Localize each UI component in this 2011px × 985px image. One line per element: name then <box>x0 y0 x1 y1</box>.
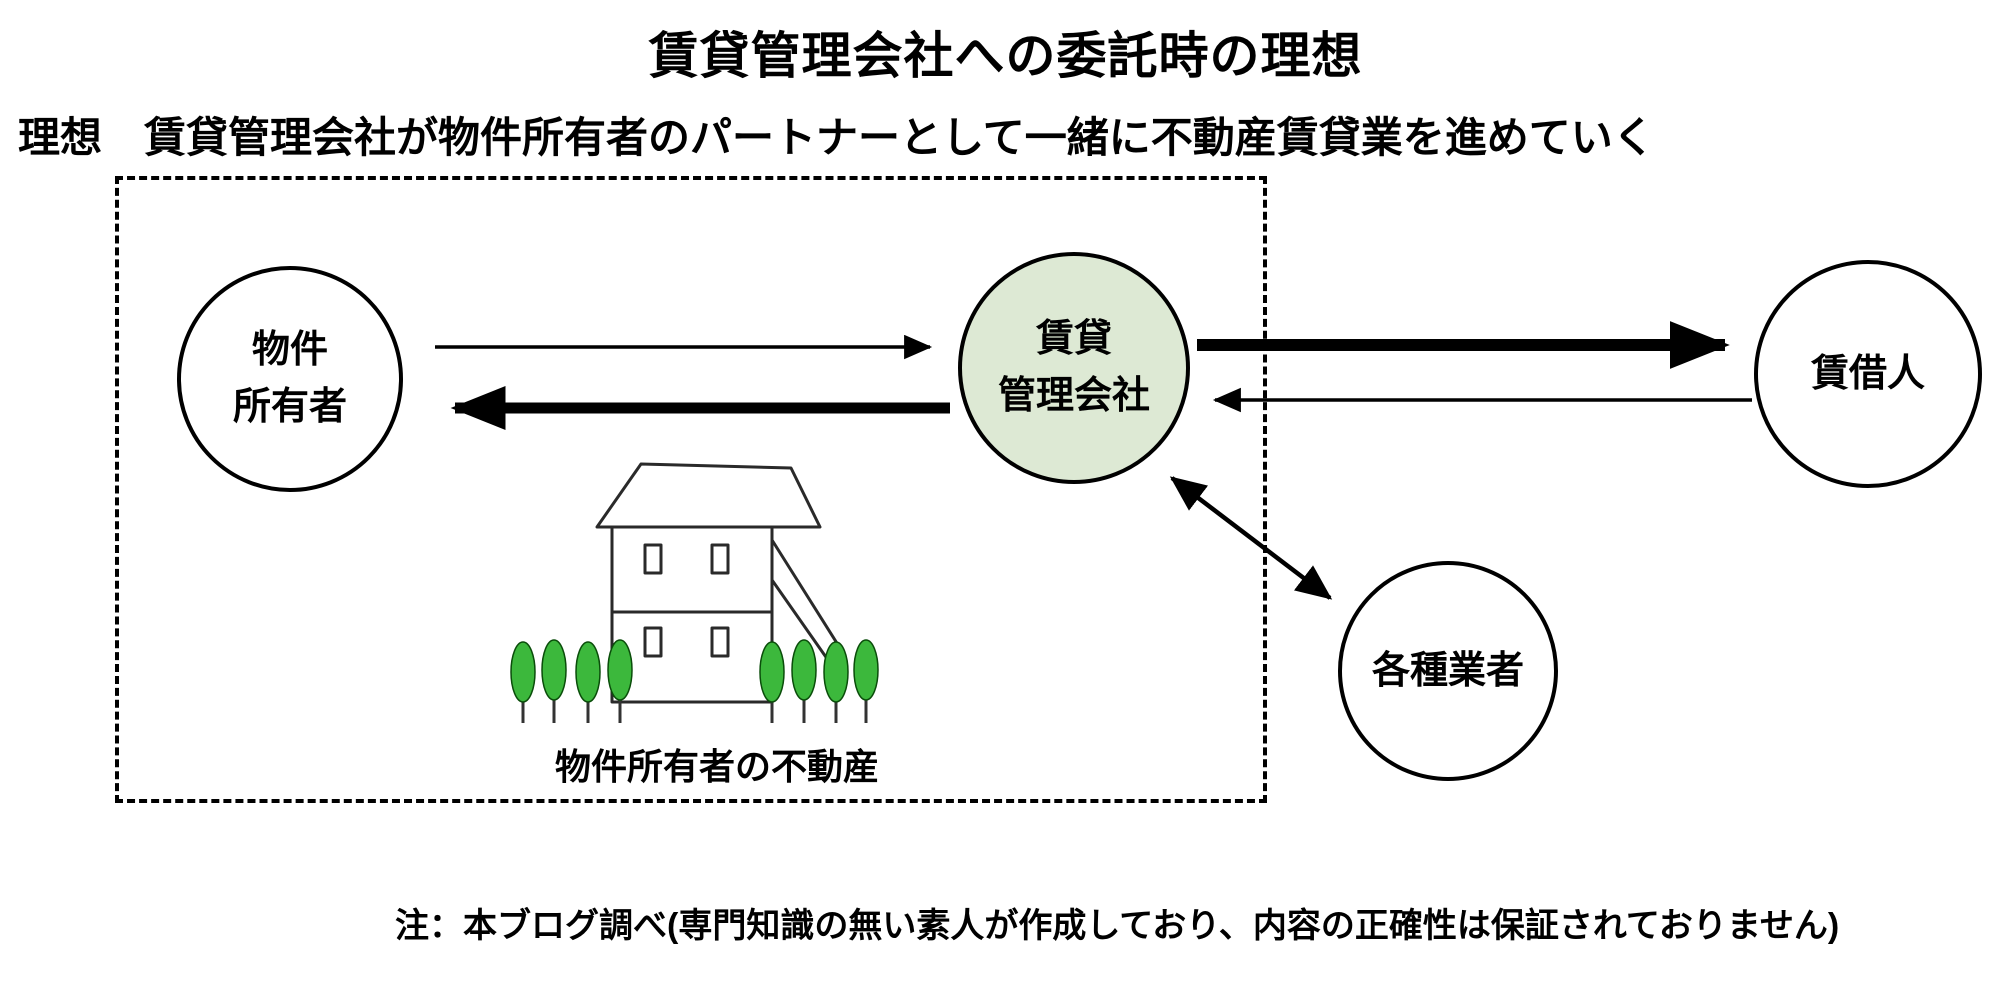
node-tenant-label: 賃借人 <box>1810 352 1925 395</box>
node-rental-management-company-label-line2: 管理会社 <box>997 375 1150 417</box>
property-caption: 物件所有者の不動産 <box>554 746 879 787</box>
node-various-contractors: 各種業者 <box>1338 561 1558 781</box>
footnote: 注：本ブログ調べ(専門知識の無い素人が作成しており、内容の正確性は保証されており… <box>395 907 1840 945</box>
node-property-owner-label-line1: 物件 <box>251 329 328 371</box>
node-various-contractors-label: 各種業者 <box>1371 649 1524 692</box>
tree-row <box>510 639 879 723</box>
node-rental-management-company: 賃貸 管理会社 <box>958 252 1190 484</box>
node-tenant: 賃借人 <box>1754 260 1982 488</box>
subtitle-text: 理想 賃貸管理会社が物件所有者のパートナーとして一緒に不動産賃貸業を進めていく <box>18 114 1655 161</box>
node-rental-management-company-label-line1: 賃貸 <box>1035 318 1112 360</box>
node-property-owner: 物件 所有者 <box>177 266 403 492</box>
node-property-owner-label-line2: 所有者 <box>232 386 347 428</box>
house-illustration <box>595 462 842 704</box>
arrow-manager-vendors-bidirectional <box>1169 476 1333 600</box>
page-title: 賃貸管理会社への委託時の理想 <box>648 28 1363 84</box>
